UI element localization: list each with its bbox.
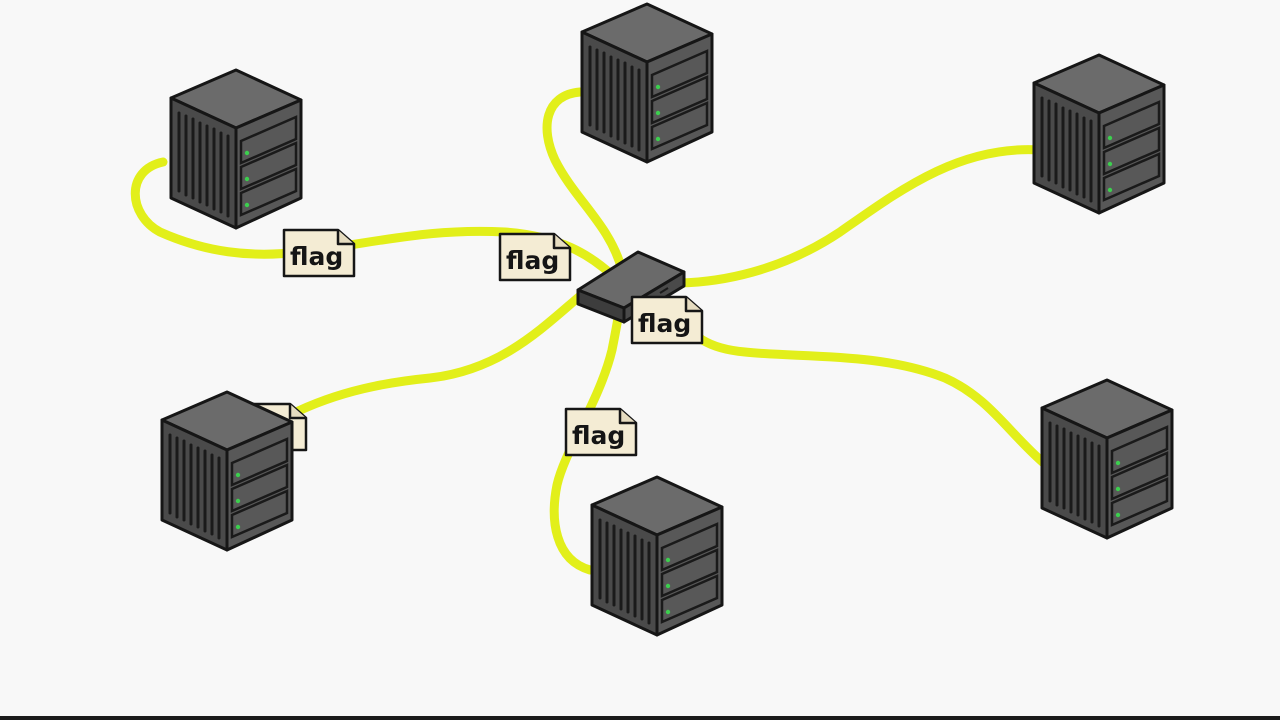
packet-flag-1: flag — [282, 228, 356, 278]
packet-label: flag — [572, 421, 625, 450]
server-top-right-icon — [1032, 53, 1166, 215]
cable-bottom-left — [285, 291, 585, 420]
server-bottom-left-icon — [160, 390, 294, 552]
packet-label: flag — [290, 242, 343, 271]
server-bottom-center-icon — [590, 475, 724, 637]
packet-flag-3: flag — [630, 295, 704, 345]
server-top-left-icon — [169, 68, 303, 230]
server-bottom-right-icon — [1040, 378, 1174, 540]
cable-top-right — [675, 145, 1045, 288]
packet-label: flag — [506, 246, 559, 275]
packet-flag-4: flag — [564, 407, 638, 457]
cable-bottom-right — [675, 313, 1051, 470]
packet-label: flag — [638, 309, 691, 338]
server-top-center-icon — [580, 2, 714, 164]
cable-top-center — [542, 87, 627, 275]
packet-flag-2: flag — [498, 232, 572, 282]
bottom-border — [0, 716, 1280, 720]
